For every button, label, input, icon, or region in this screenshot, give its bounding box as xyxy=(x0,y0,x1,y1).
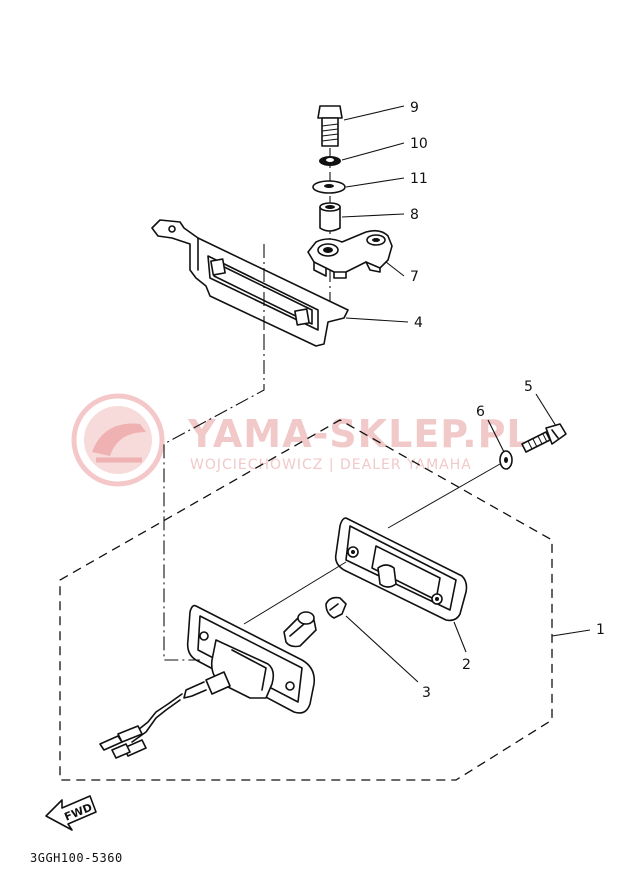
callout-8: 8 xyxy=(410,207,419,223)
part-4-plate-bracket xyxy=(151,219,349,347)
diagram-code: 3GGH100-5360 xyxy=(30,851,123,865)
callout-3: 3 xyxy=(422,685,431,701)
callout-numbers: 9 10 11 8 7 4 5 6 1 2 3 xyxy=(410,100,605,701)
callout-11: 11 xyxy=(410,171,428,187)
part-10-lock-washer xyxy=(319,156,341,166)
watermark-brand: YAMA-SKLEP.PL xyxy=(187,412,532,456)
callout-9: 9 xyxy=(410,100,419,116)
callout-10: 10 xyxy=(410,136,428,152)
assembly-guides xyxy=(163,244,501,661)
part-3-bulb xyxy=(325,596,347,619)
watermark: YAMA-SKLEP.PL WOJCIECHOWICZ | DEALER YAM… xyxy=(71,393,532,487)
callout-2: 2 xyxy=(462,657,471,673)
callout-1: 1 xyxy=(596,622,605,638)
bulb-socket xyxy=(283,611,317,648)
part-2-lens xyxy=(334,517,468,622)
callout-6: 6 xyxy=(476,404,485,420)
wire-harness xyxy=(99,671,231,759)
callout-5: 5 xyxy=(524,379,533,395)
part-5-screw xyxy=(521,423,567,453)
part-6-washer xyxy=(499,450,513,470)
part-7-bracket xyxy=(307,229,393,279)
part-8-collar xyxy=(319,202,341,232)
assembly-outline xyxy=(59,419,553,781)
callout-7: 7 xyxy=(410,269,419,285)
dealer-logo-icon xyxy=(71,393,165,487)
leader-lines xyxy=(341,105,591,683)
callout-4: 4 xyxy=(414,315,423,331)
fwd-arrow-icon: FWD xyxy=(45,795,97,831)
part-11-washer xyxy=(312,180,346,194)
part-9-bolt xyxy=(317,105,343,147)
watermark-dealer: WOJCIECHOWICZ | DEALER YAMAHA xyxy=(190,457,472,473)
